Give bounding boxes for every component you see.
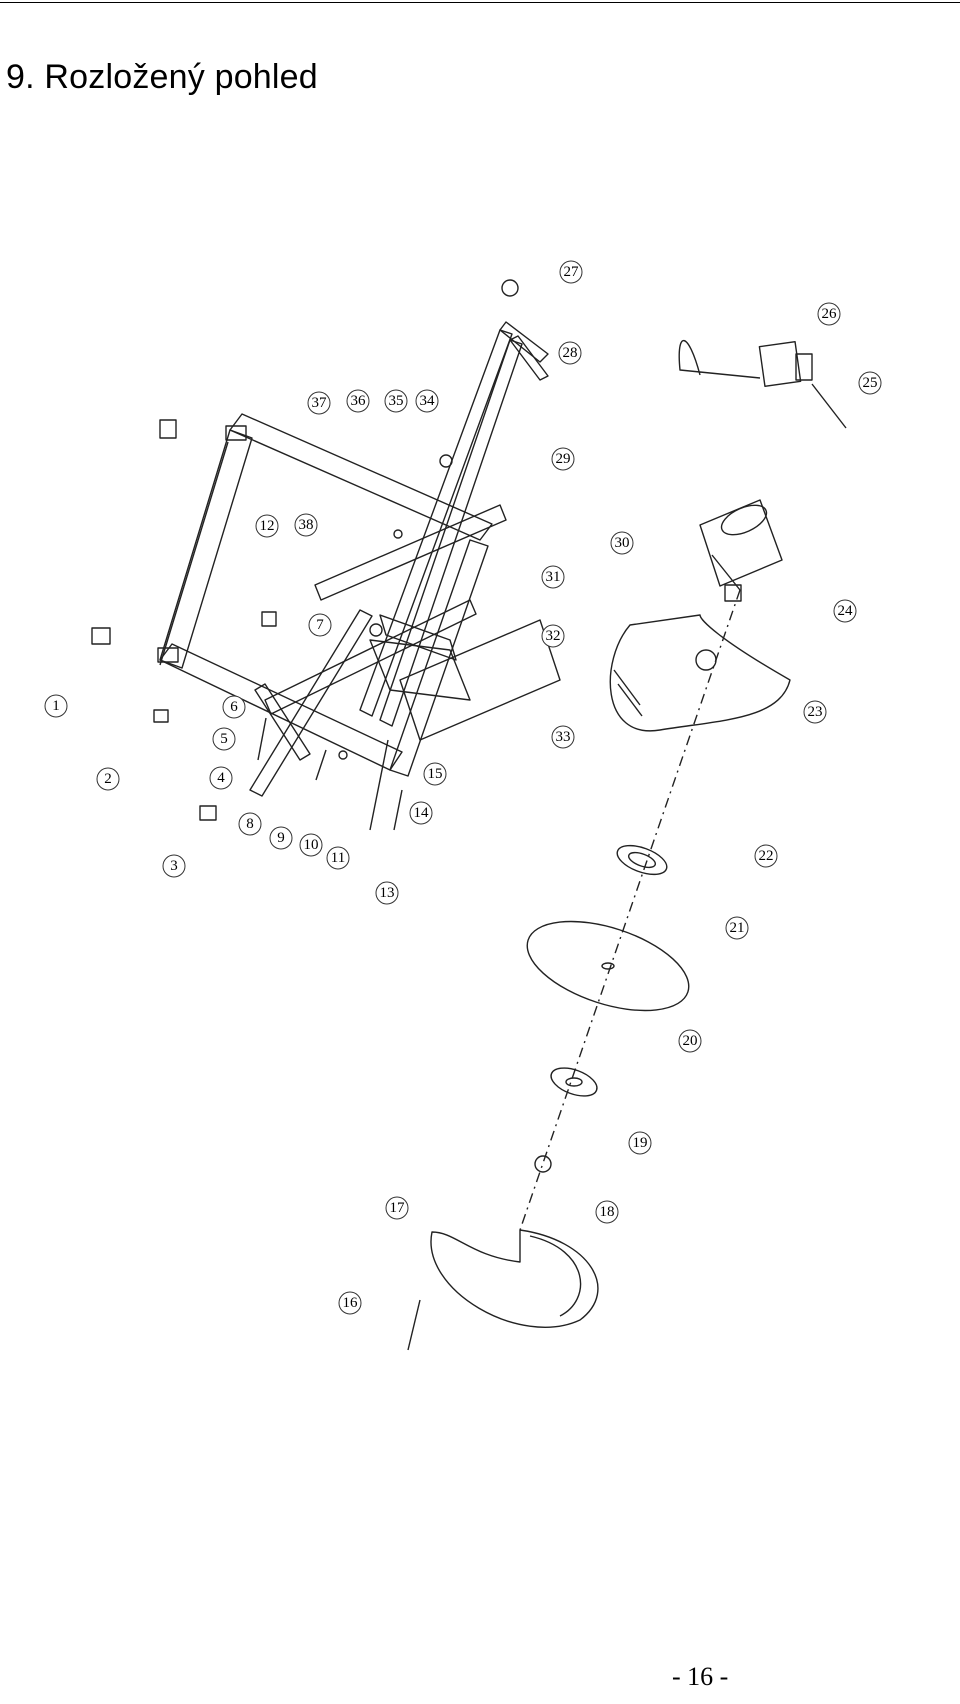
callout-14: 14 xyxy=(414,805,430,821)
callout-4: 4 xyxy=(217,770,225,786)
page-number: - 16 - xyxy=(672,1662,729,1691)
lower-blade-guard xyxy=(407,1229,599,1351)
callout-23: 23 xyxy=(808,704,823,720)
callout-26: 26 xyxy=(822,306,838,322)
callout-1: 1 xyxy=(52,698,60,714)
callout-15: 15 xyxy=(428,766,443,782)
callout-37: 37 xyxy=(312,395,328,411)
inner-flange xyxy=(616,844,668,876)
callout-22: 22 xyxy=(759,848,774,864)
callout-6: 6 xyxy=(230,699,238,715)
callout-13: 13 xyxy=(380,885,395,901)
callout-36: 36 xyxy=(351,393,367,409)
callout-9: 9 xyxy=(277,830,285,846)
callout-21: 21 xyxy=(730,920,745,936)
callout-7: 7 xyxy=(316,617,324,633)
callout-18: 18 xyxy=(600,1204,615,1220)
callout-31: 31 xyxy=(546,569,561,585)
blade-nut xyxy=(534,1155,552,1173)
upper-blade-guard xyxy=(609,614,791,732)
callout-30: 30 xyxy=(615,535,630,551)
callout-38: 38 xyxy=(299,517,314,533)
top-rule xyxy=(0,2,960,3)
small-parts xyxy=(91,279,519,831)
callout-3: 3 xyxy=(170,858,178,874)
callout-19: 19 xyxy=(633,1135,648,1151)
callout-10: 10 xyxy=(304,837,319,853)
callout-11: 11 xyxy=(331,850,345,866)
sliding-table xyxy=(359,321,561,741)
callout-24: 24 xyxy=(838,603,854,619)
callout-12: 12 xyxy=(260,518,275,534)
callout-2: 2 xyxy=(104,771,112,787)
callout-25: 25 xyxy=(863,375,878,391)
motor xyxy=(699,499,783,602)
callout-28: 28 xyxy=(563,345,578,361)
callout-16: 16 xyxy=(343,1295,359,1311)
callout-29: 29 xyxy=(556,451,571,467)
callout-32: 32 xyxy=(546,628,561,644)
callout-27: 27 xyxy=(564,264,580,280)
callout-33: 33 xyxy=(556,729,571,745)
callout-5: 5 xyxy=(220,731,228,747)
page-title: 9. Rozložený pohled xyxy=(6,58,318,96)
callout-35: 35 xyxy=(389,393,404,409)
stand-frame xyxy=(157,413,507,797)
saw-blade xyxy=(526,920,690,1012)
callout-20: 20 xyxy=(683,1033,698,1049)
outer-flange xyxy=(550,1067,598,1097)
callout-34: 34 xyxy=(420,393,436,409)
callout-8: 8 xyxy=(246,816,254,832)
switch-box xyxy=(678,339,847,429)
callout-17: 17 xyxy=(390,1200,406,1216)
